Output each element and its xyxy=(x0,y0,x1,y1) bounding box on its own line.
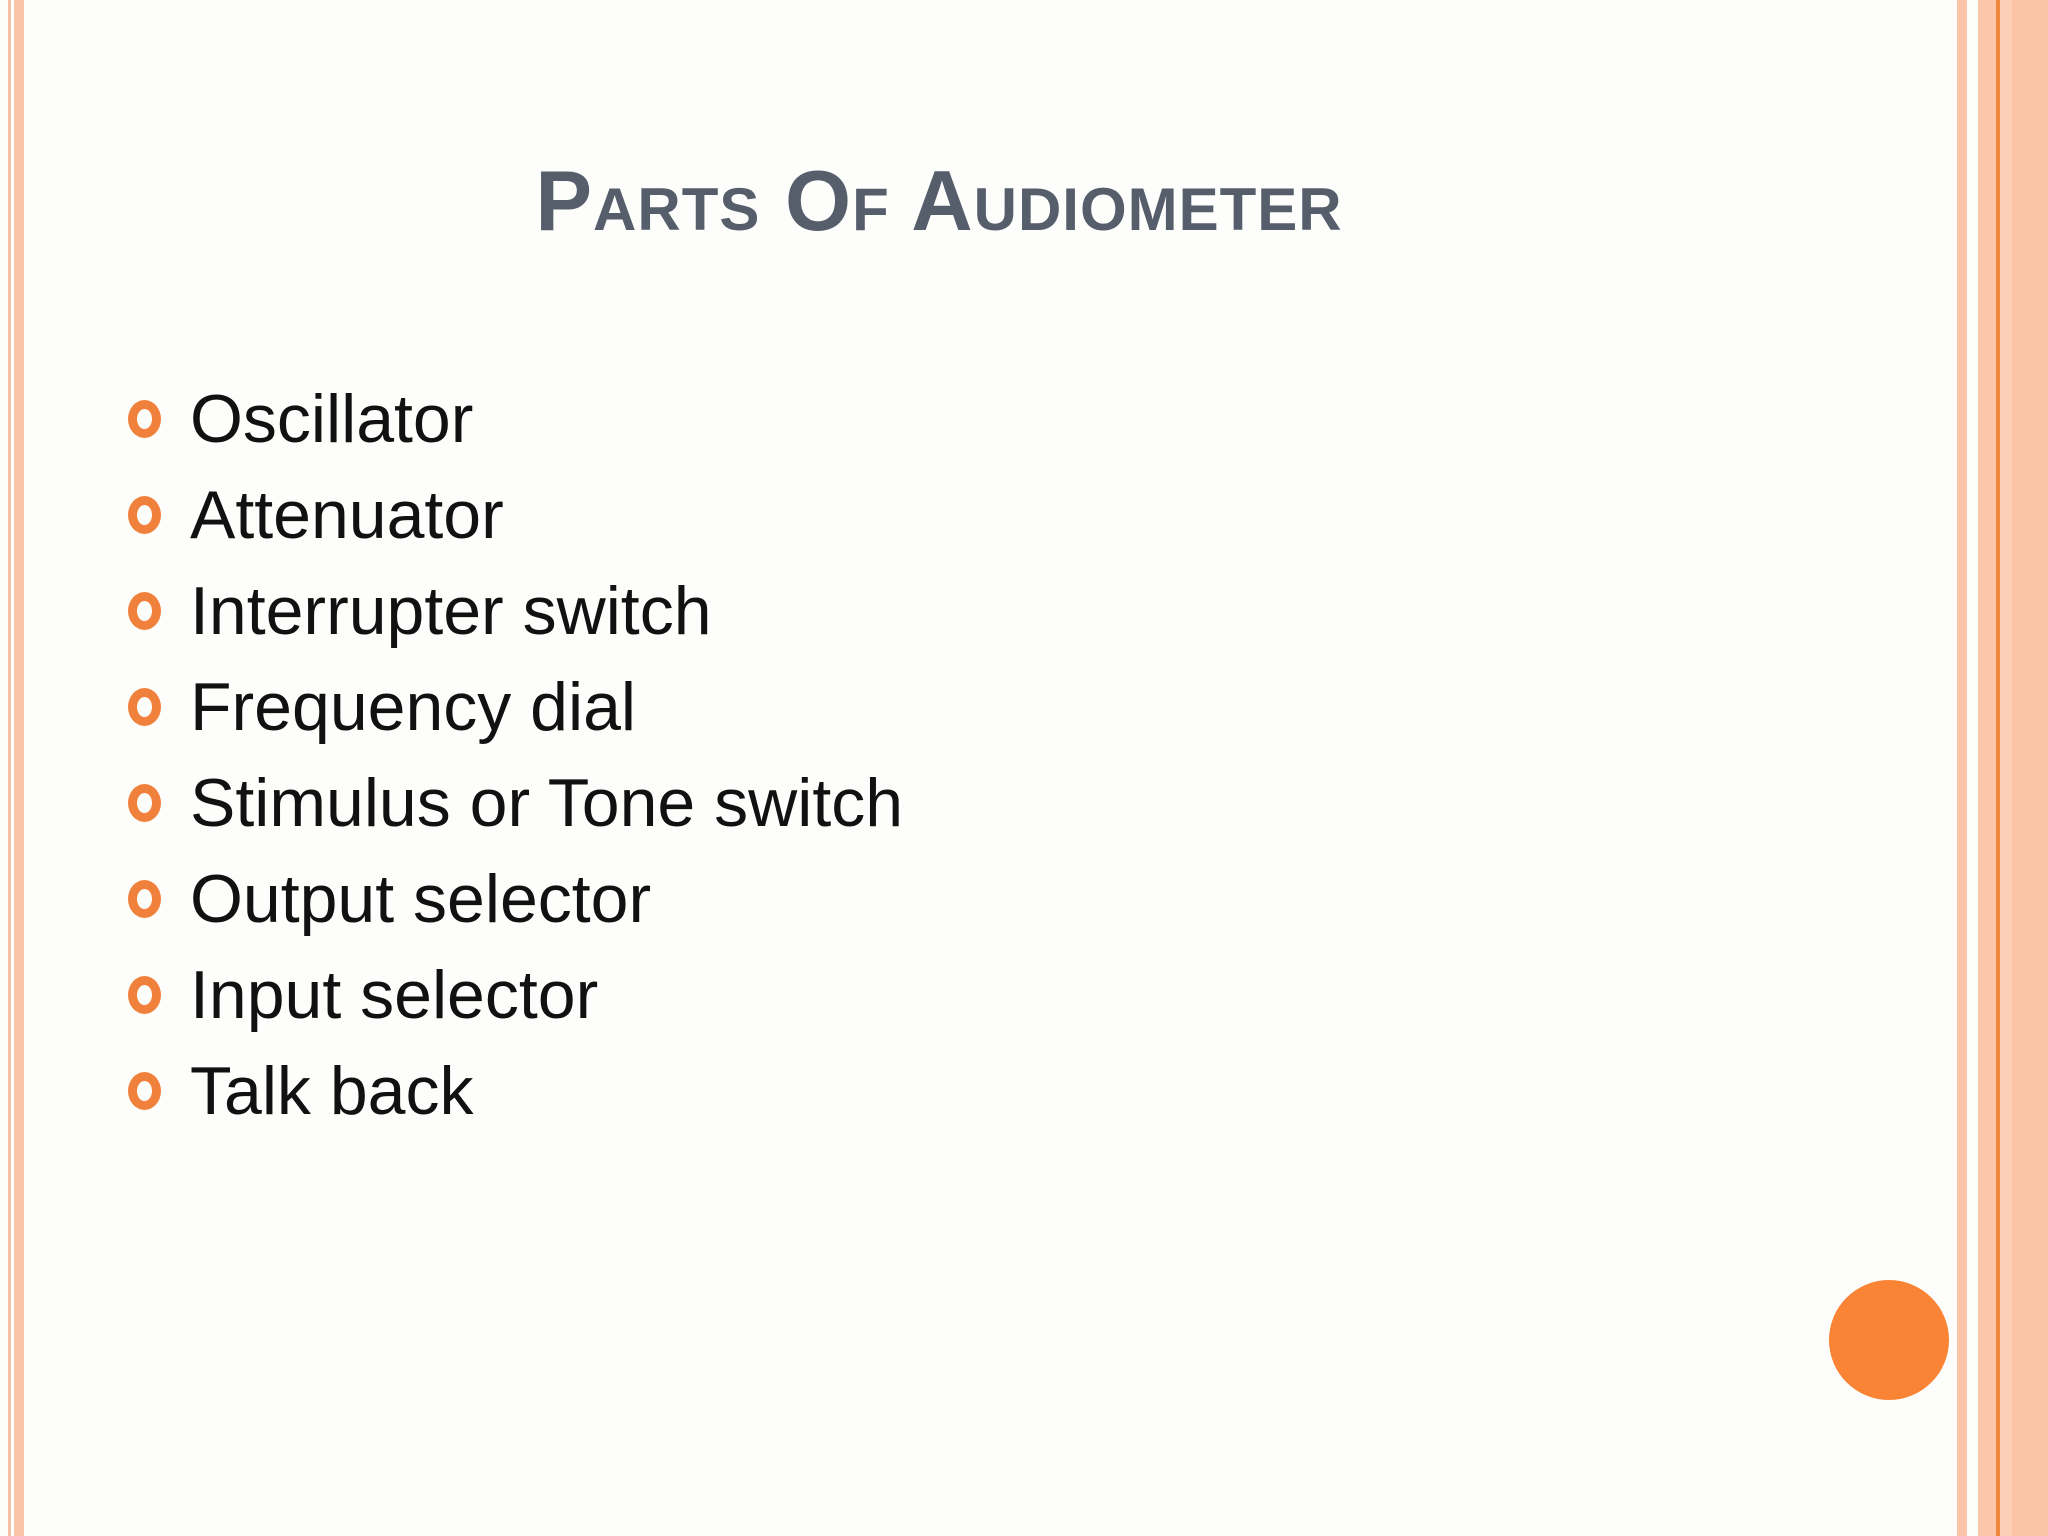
slide-title: Parts Of Audiometer xyxy=(535,153,1343,249)
list-item-label: Input selector xyxy=(190,957,599,1033)
list-item: Talk back xyxy=(128,1043,903,1139)
list-item: Stimulus or Tone switch xyxy=(128,755,903,851)
list-item-label: Output selector xyxy=(190,861,652,937)
bullet-icon xyxy=(128,1072,161,1110)
page-number-circle xyxy=(1829,1280,1949,1400)
bullet-icon xyxy=(128,784,161,822)
list-item: Interrupter switch xyxy=(128,563,903,659)
list-item-label: Frequency dial xyxy=(190,669,637,745)
bullet-icon xyxy=(128,880,161,918)
list-item-label: Attenuator xyxy=(190,477,504,553)
right-border-stripe-thin xyxy=(1957,0,1967,1536)
list-item: Attenuator xyxy=(128,467,903,563)
bullet-icon xyxy=(128,400,161,438)
bullet-icon xyxy=(128,976,161,1014)
list-item-label: Stimulus or Tone switch xyxy=(190,765,904,841)
bullet-icon xyxy=(128,688,161,726)
list-item: Output selector xyxy=(128,851,903,947)
list-item-label: Interrupter switch xyxy=(190,573,712,649)
bullet-list: Oscillator Attenuator Interrupter switch… xyxy=(128,371,903,1139)
list-item: Oscillator xyxy=(128,371,903,467)
list-item-label: Oscillator xyxy=(190,381,474,457)
list-item: Input selector xyxy=(128,947,903,1043)
bullet-icon xyxy=(128,496,161,534)
list-item: Frequency dial xyxy=(128,659,903,755)
left-border-stripe-thin xyxy=(8,0,11,1536)
left-border-stripe-thick xyxy=(14,0,24,1536)
bullet-icon xyxy=(128,592,161,630)
list-item-label: Talk back xyxy=(190,1053,474,1129)
right-border-band xyxy=(1978,0,2048,1536)
